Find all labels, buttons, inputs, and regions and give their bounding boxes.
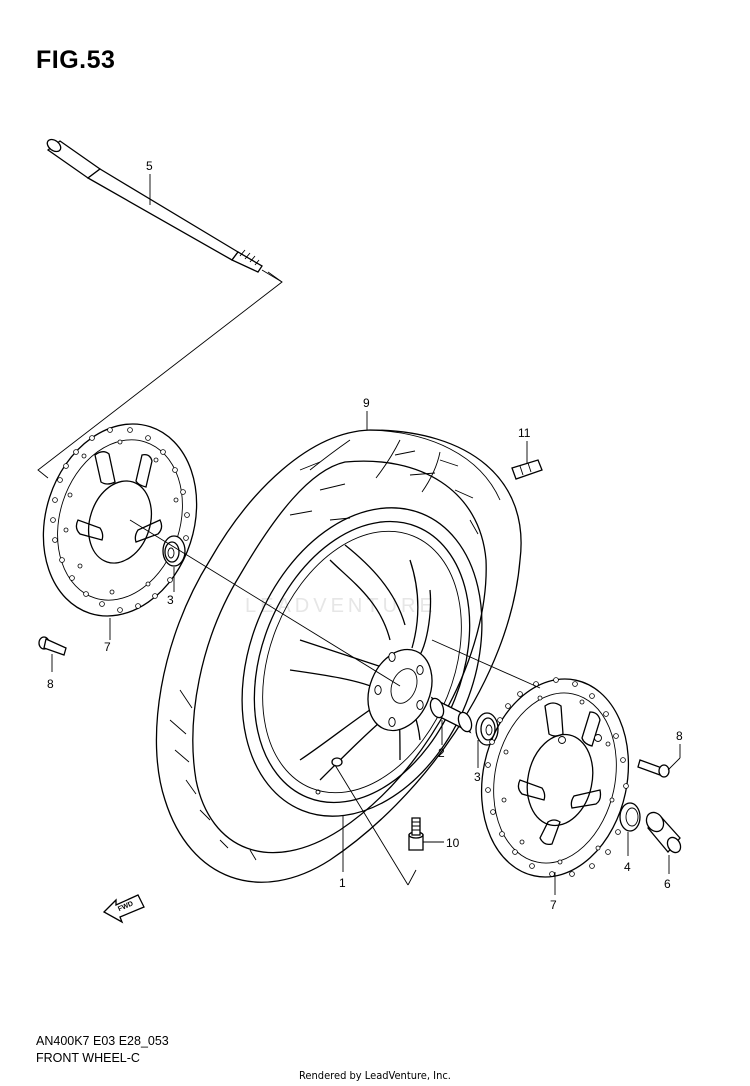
valve — [408, 817, 424, 851]
bolt-right — [637, 759, 670, 778]
callout-3-left: 3 — [167, 593, 174, 607]
spacer — [429, 696, 473, 734]
bolt-left — [38, 636, 67, 656]
callout-1: 1 — [339, 876, 346, 890]
callout-6: 6 — [664, 877, 671, 891]
collar — [645, 811, 682, 854]
callout-2: 2 — [438, 746, 445, 760]
axle — [46, 138, 263, 273]
bearing-left — [162, 535, 186, 567]
callout-7-right: 7 — [550, 898, 557, 912]
callout-8-left: 8 — [47, 677, 54, 691]
watermark: LEADVENTURE — [245, 595, 437, 617]
tire — [155, 429, 522, 883]
callout-5: 5 — [146, 159, 153, 173]
figure-title: FIG.53 — [36, 46, 116, 74]
callout-7-left: 7 — [104, 640, 111, 654]
wheel-rim — [241, 507, 483, 817]
fwd-arrow-icon: FWD — [102, 894, 145, 924]
callout-4: 4 — [624, 860, 631, 874]
balancer-weight — [511, 459, 543, 480]
callout-10: 10 — [446, 836, 460, 850]
brake-disc-left — [42, 423, 198, 617]
callout-9: 9 — [363, 396, 370, 410]
part-code: AN400K7 E03 E28_053 — [36, 1034, 169, 1048]
bearing-right — [475, 712, 499, 746]
section-name: FRONT WHEEL-C — [36, 1051, 140, 1065]
brake-disc-right — [480, 677, 630, 878]
callout-11: 11 — [518, 426, 531, 440]
callout-8-right: 8 — [676, 729, 683, 743]
render-credit: Rendered by LeadVenture, Inc. — [299, 1069, 451, 1082]
callout-3-right: 3 — [474, 770, 481, 784]
seal — [619, 802, 641, 832]
